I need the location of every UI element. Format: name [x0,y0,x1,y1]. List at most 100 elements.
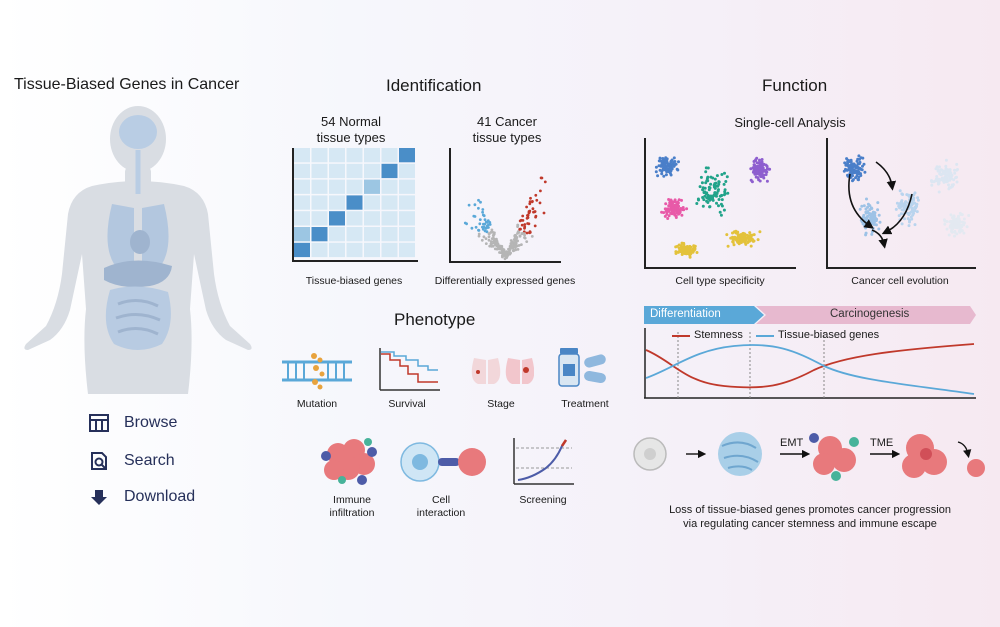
volcano-point [495,244,499,248]
download-link[interactable]: Download [88,484,195,510]
evolution-point [843,161,847,165]
volcano-point [523,223,527,226]
umap-point [705,196,709,200]
umap-point [671,162,675,166]
umap-point [735,239,739,243]
evolution-point [861,156,865,160]
evolution-point [953,218,957,221]
umap-point [708,198,712,202]
umap-point [704,166,708,170]
evolution-point [944,158,948,162]
volcano-point [506,254,510,257]
heatmap-cell [346,163,363,179]
umap-point [758,162,762,165]
umap-point [654,165,658,169]
evolution-point [856,172,860,176]
heatmap-caption: Tissue-biased genes [305,275,403,287]
umap-point [715,201,718,205]
umap-point [682,247,686,251]
evolution-point [867,211,871,215]
umap-point [739,233,743,237]
umap-point [717,198,721,201]
umap-point [677,198,681,202]
umap-point [663,214,667,218]
umap-point [668,202,672,205]
volcano-point [490,242,493,246]
umap-point [692,244,696,248]
evolution-point [864,207,868,211]
volcano-point [533,210,537,213]
evolution-point [910,217,914,221]
umap-point [757,167,761,171]
evolution-point [849,158,853,162]
volcano-point [526,216,530,219]
heatmap-cell [294,195,310,210]
umap-point [660,159,664,163]
volcano-point [534,193,538,197]
umap-point [705,191,709,195]
umap-point [673,209,677,213]
umap-point [654,170,658,174]
umap-point [746,240,750,244]
volcano-point [518,228,522,231]
heatmap-cell [294,242,310,258]
evolution-point [900,192,904,196]
heatmap-cell [399,148,415,163]
search-link[interactable]: Search [88,448,195,474]
volcano-point [483,218,487,221]
stage-progress-bar [644,306,976,324]
cell-type-umap [644,138,796,269]
volcano-point [523,225,527,229]
heatmap-cell [381,163,398,179]
survival-curve-icon [379,348,440,391]
heatmap-cell [294,179,310,194]
umap-point [725,175,729,179]
volcano-point [481,227,485,231]
intestine-icon [105,286,171,350]
evolution-point [956,224,960,228]
umap-point [703,186,707,190]
evolution-point [944,164,948,168]
evolution-point [894,207,898,211]
evolution-point [958,230,962,234]
volcano-point [528,200,532,204]
evolution-point [856,178,860,181]
browse-link[interactable]: Browse [88,410,195,436]
stage-label: Stage [487,398,515,410]
evolution-point [953,223,957,227]
volcano-point [470,226,474,230]
umap-point [757,172,761,176]
nav-menu: Browse Search Download [88,410,195,510]
heatmap-cell [381,242,398,258]
umap-point [701,196,705,199]
volcano-point [478,222,482,226]
volcano-point [500,246,504,250]
umap-point [677,204,681,208]
treatment-label: Treatment [561,398,609,410]
umap-point [664,202,668,206]
evolution-point [899,212,903,216]
umap-point [659,164,663,168]
volcano-point [467,203,471,207]
evolution-point [851,162,855,166]
normal-tissue-title: 54 Normal tissue types [316,114,386,145]
evolution-point [947,233,951,237]
volcano-point [481,208,485,211]
umap-point [679,249,683,253]
umap-point [719,202,723,206]
umap-point [748,231,752,235]
umap-point [669,160,673,164]
umap-point [765,167,769,171]
carcinogenesis-label: Carcinogenesis [830,308,910,320]
evolution-point [851,174,854,178]
cell-interaction-label: Cell interaction [416,494,466,519]
umap-point [729,236,733,240]
umap-point [736,233,740,237]
evolution-point [862,162,866,166]
evolution-point [916,198,920,202]
immune-infiltration-icon [321,438,377,485]
evolution-point [942,218,946,222]
treatment-icon [558,348,606,387]
volcano-point [477,232,481,236]
evolution-point [857,175,861,179]
